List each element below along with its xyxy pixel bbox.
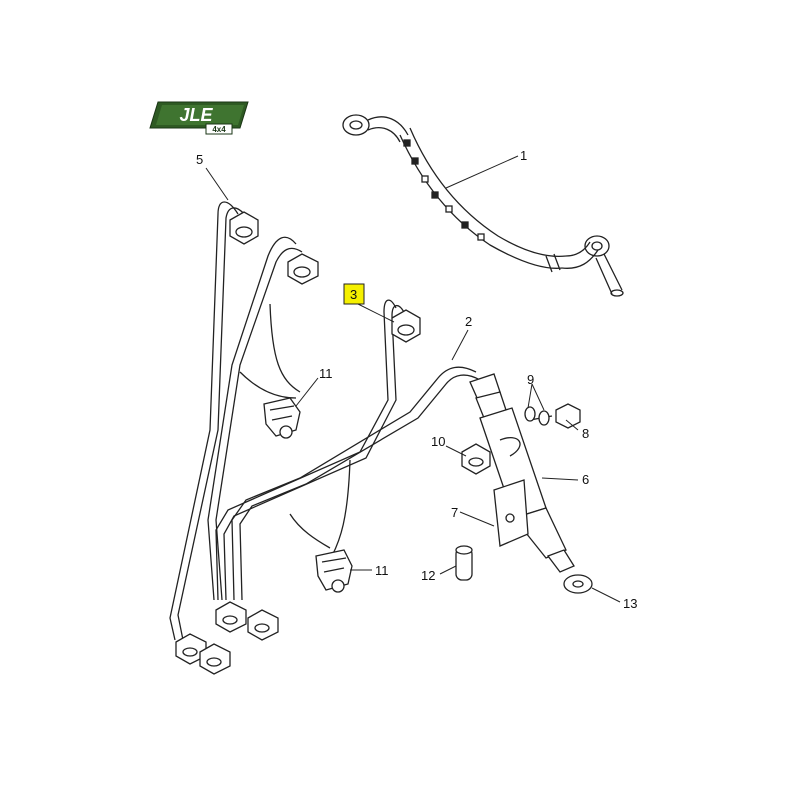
jle-logo: JLE 4x4 — [149, 101, 249, 135]
part-label-13[interactable]: 13 — [623, 596, 637, 611]
part-label-12[interactable]: 12 — [421, 568, 435, 583]
part-label-2[interactable]: 2 — [465, 314, 472, 329]
part-label-10[interactable]: 10 — [431, 434, 445, 449]
part-label-1[interactable]: 1 — [520, 148, 527, 163]
part-label-8[interactable]: 8 — [582, 426, 589, 441]
pipe-clamp-part-11-lower — [315, 549, 353, 593]
bracket-part-7 — [493, 479, 529, 547]
highlight-box-part-3 — [343, 283, 365, 305]
nut-part-10 — [461, 443, 491, 475]
part-label-7[interactable]: 7 — [451, 505, 458, 520]
dowel-part-12 — [455, 545, 473, 581]
injector-part-6 — [469, 373, 575, 573]
logo-subtext: 4x4 — [212, 125, 226, 134]
part-label-5[interactable]: 5 — [196, 152, 203, 167]
logo-text: JLE — [179, 105, 213, 125]
banjo-bolt-part-8 — [529, 403, 581, 429]
part-label-9[interactable]: 9 — [527, 372, 534, 387]
leader-lines — [205, 155, 621, 603]
pipe-end-nuts — [175, 601, 279, 675]
part-label-3[interactable]: 3 — [350, 287, 357, 302]
pipe-clamp-part-11-upper — [263, 397, 301, 439]
washer-part-13 — [563, 574, 593, 594]
fuel-hose-part-1 — [342, 114, 624, 297]
part-label-11-lower[interactable]: 11 — [375, 563, 389, 578]
part-label-6[interactable]: 6 — [582, 472, 589, 487]
part-label-11-upper[interactable]: 11 — [319, 366, 333, 381]
washers-part-9 — [524, 406, 550, 426]
injector-pipes — [169, 201, 481, 641]
